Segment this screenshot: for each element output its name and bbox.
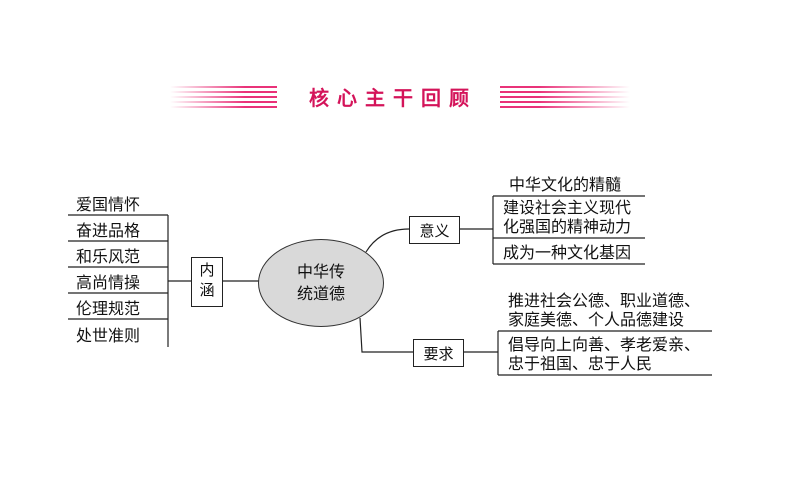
center-line-2: 统道德 — [296, 284, 345, 303]
yaoqiu-item-2: 家庭美德、个人品德建设 — [508, 310, 685, 329]
yiyi-item-2: 建设社会主义现代 — [503, 198, 632, 217]
center-line-1: 中华传 — [296, 262, 345, 281]
banner-right-stripes — [500, 86, 630, 108]
center-node: 中华传 统道德 — [258, 239, 384, 327]
neihan-label-bottom: 涵 — [199, 281, 215, 299]
yiyi-item-1: 中华文化的精髓 — [509, 175, 622, 194]
neihan-label-top: 内 — [199, 261, 215, 279]
yiyi-item-4: 成为一种文化基因 — [503, 243, 632, 262]
neihan-item-4: 高尚情操 — [76, 273, 141, 292]
neihan-item-6: 处世准则 — [76, 326, 141, 345]
neihan-node: 内 涵 — [191, 257, 223, 307]
yaoqiu-item-4: 忠于祖国、忠于人民 — [508, 354, 653, 373]
yiyi-node: 意义 — [409, 216, 460, 244]
yaoqiu-item-3: 倡导向上向善、孝老爱亲、 — [508, 335, 701, 354]
neihan-item-3: 和乐风范 — [76, 247, 141, 266]
banner-left-stripes — [170, 86, 277, 108]
neihan-item-1: 爱国情怀 — [76, 195, 141, 214]
banner-title: 核心主干回顾 — [309, 86, 477, 110]
neihan-item-5: 伦理规范 — [76, 299, 141, 318]
neihan-item-2: 奋进品格 — [76, 221, 141, 240]
yaoqiu-node: 要求 — [413, 339, 464, 367]
yaoqiu-item-1: 推进社会公德、职业道德、 — [508, 291, 701, 310]
yiyi-item-3: 化强国的精神动力 — [503, 217, 632, 236]
